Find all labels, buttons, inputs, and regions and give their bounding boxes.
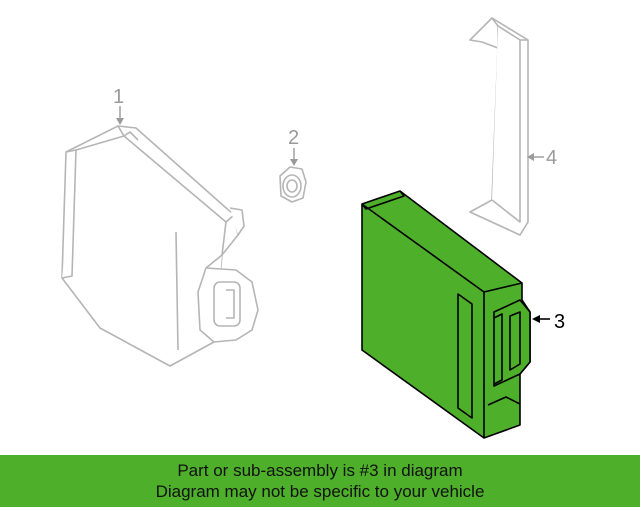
callout-2-label: 2 <box>288 127 299 149</box>
part-2-nut <box>279 166 307 203</box>
callout-4-label: 4 <box>546 147 557 169</box>
callout-3-label: 3 <box>554 311 565 333</box>
parts-diagram: 1 2 4 3 <box>61 17 565 439</box>
part-1-module-housing <box>61 125 259 367</box>
callout-2: 2 <box>288 127 299 166</box>
part-3-control-module[interactable] <box>361 190 531 439</box>
banner-line-2: Diagram may not be specific to your vehi… <box>155 482 485 501</box>
banner-line-1: Part or sub-assembly is #3 in diagram <box>177 461 463 480</box>
callout-3: 3 <box>532 311 565 333</box>
callout-4: 4 <box>527 147 557 169</box>
callout-1: 1 <box>113 86 124 125</box>
disclaimer-banner: Part or sub-assembly is #3 in diagram Di… <box>0 455 640 507</box>
callout-1-label: 1 <box>113 86 124 108</box>
part-4-bracket <box>469 17 529 236</box>
